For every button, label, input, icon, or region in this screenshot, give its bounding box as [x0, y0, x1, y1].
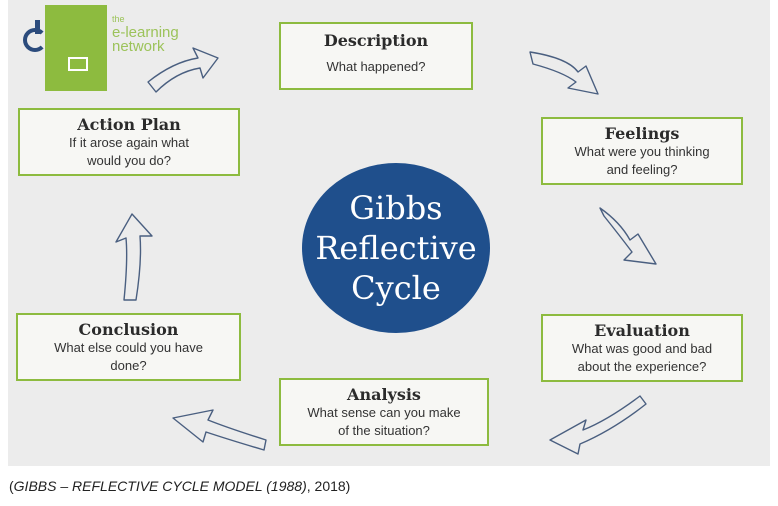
stage-title: Feelings — [604, 124, 680, 143]
stage-analysis: Analysis What sense can you make of the … — [279, 378, 489, 446]
stage-feelings: Feelings What were you thinking and feel… — [541, 117, 743, 185]
center-line-2: Reflective — [315, 229, 477, 267]
logo-line-3: network — [112, 38, 165, 55]
stage-desc-line: What else could you have — [54, 340, 203, 355]
stage-title: Conclusion — [78, 320, 179, 339]
stage-action-plan: Action Plan If it arose again what would… — [18, 108, 240, 176]
caption-year: , 2018) — [306, 478, 351, 494]
logo-line-1: the — [112, 14, 125, 24]
stage-desc-line: What happened? — [326, 59, 426, 74]
figure-caption: (GIBBS – REFLECTIVE CYCLE MODEL (1988), … — [9, 478, 350, 494]
arrow-icon — [529, 51, 599, 95]
caption-open: ( — [9, 478, 14, 494]
stage-description: Description What happened? — [279, 22, 473, 90]
center-line-1: Gibbs — [349, 189, 443, 227]
arrow-icon — [172, 409, 267, 451]
diagram-canvas: the e-learning network Description What … — [8, 0, 770, 466]
logo-green-block — [45, 5, 107, 91]
arrow-icon — [599, 207, 657, 265]
center-circle: Gibbs Reflective Cycle — [302, 163, 490, 333]
stage-desc-line: would you do? — [87, 153, 171, 168]
stage-evaluation: Evaluation What was good and bad about t… — [541, 314, 743, 382]
stage-desc-line: and feeling? — [606, 162, 678, 177]
power-logo-stem — [35, 20, 40, 34]
stage-desc-line: of the situation? — [338, 423, 430, 438]
stage-title: Description — [323, 31, 429, 50]
caption-citation: GIBBS – REFLECTIVE CYCLE MODEL (1988) — [13, 478, 307, 494]
stage-title: Action Plan — [77, 115, 181, 134]
stage-title: Analysis — [347, 385, 421, 404]
arrow-icon — [147, 47, 219, 93]
e-learning-network-logo: the e-learning network — [8, 0, 238, 92]
arrow-icon — [115, 213, 153, 301]
stage-desc-line: What sense can you make — [307, 405, 461, 420]
stage-desc-line: about the experience? — [577, 359, 707, 374]
center-line-3: Cycle — [351, 269, 441, 307]
cycle-arrows — [115, 47, 657, 455]
arrow-icon — [549, 395, 647, 455]
logo-line-2: e-learning — [112, 24, 179, 41]
stage-conclusion: Conclusion What else could you have done… — [16, 313, 241, 381]
stage-desc-line: What was good and bad — [571, 341, 713, 356]
stage-desc-line: If it arose again what — [69, 135, 189, 150]
image-icon — [68, 57, 88, 71]
logo-text: the e-learning network — [112, 12, 179, 54]
stage-desc-line: What were you thinking — [574, 144, 710, 159]
stage-title: Evaluation — [594, 321, 690, 340]
stage-desc-line: done? — [110, 358, 147, 373]
